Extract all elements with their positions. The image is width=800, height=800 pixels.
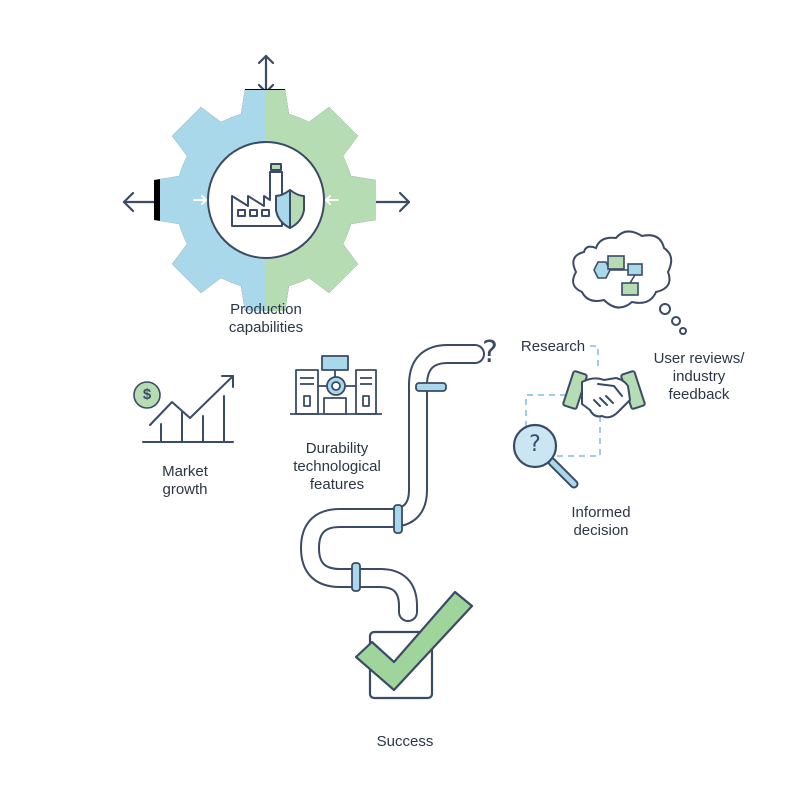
market-growth-label-line-2: growth — [162, 481, 208, 498]
durability-label: Durability technological features — [272, 440, 402, 494]
durability-label-line-3: features — [309, 476, 365, 493]
thought-bubble-icon — [572, 230, 687, 335]
dollar-sign: $ — [142, 386, 152, 403]
user-reviews-label: User reviews/ industry feedback — [636, 350, 762, 404]
magnifier-icon — [512, 423, 579, 489]
growth-chart-icon — [142, 375, 234, 443]
double-arrow-vertical-icon — [257, 54, 275, 94]
production-label-line-1: Production — [230, 301, 302, 318]
market-growth-label-line-1: Market — [162, 463, 208, 480]
informed-decision-label-line-1: Informed — [571, 504, 631, 521]
durability-label-line-1: Durability — [305, 440, 369, 457]
factory-icon — [231, 163, 283, 227]
production-label: Production capabilities — [196, 301, 336, 337]
gear-icon — [154, 89, 376, 311]
dashed-connector — [525, 345, 601, 457]
production-label-line-2: capabilities — [228, 319, 304, 336]
informed-decision-label: Informed decision — [546, 504, 656, 540]
research-label: Research — [520, 338, 586, 355]
machine-icon — [290, 355, 382, 415]
durability-label-line-2: technological — [293, 458, 381, 475]
arrow-right-icon — [373, 191, 411, 213]
checkmark-icon — [354, 590, 474, 692]
user-reviews-label-line-2: industry — [672, 368, 726, 385]
market-growth-label: Market growth — [130, 463, 240, 499]
dollar-coin-icon — [133, 381, 161, 409]
handshake-icon — [562, 370, 646, 419]
magnifier-question-mark: ? — [529, 432, 541, 457]
shield-icon — [275, 189, 305, 229]
arrow-left-icon — [122, 191, 160, 213]
informed-decision-label-line-2: decision — [573, 522, 629, 539]
success-label: Success — [376, 733, 434, 750]
user-reviews-label-line-1: User reviews/ — [653, 350, 745, 367]
user-reviews-label-line-3: feedback — [668, 386, 730, 403]
question-mark-icon: ? — [482, 335, 498, 370]
pipe-icon — [300, 344, 485, 622]
